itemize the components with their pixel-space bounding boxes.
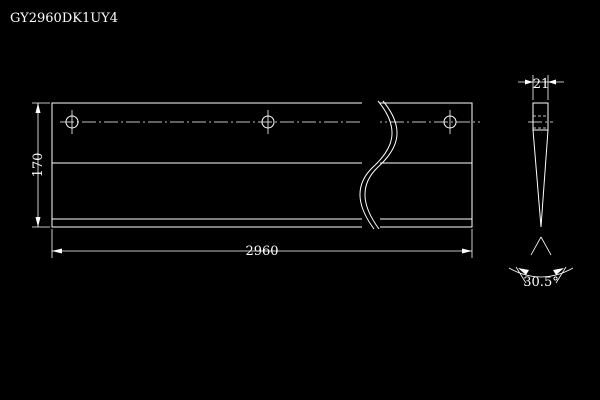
drawing-title: GY2960DK1UY4 [10,11,118,26]
break-line [359,100,398,230]
thickness-dimension: 21 [518,75,564,100]
height-dimension-label: 170 [31,153,46,178]
front-view: 170 2960 [31,100,480,259]
mounting-hole-left [65,110,79,134]
blade-profile [532,102,549,228]
angle-dimension-label: 30.5° [523,275,558,290]
mounting-hole-middle [261,110,275,134]
side-view: 21 30.5° [508,75,574,290]
angle-dimension: 30.5° [508,236,574,290]
thickness-dimension-label: 21 [533,77,550,92]
length-dimension-label: 2960 [245,244,278,259]
length-dimension: 2960 [51,229,473,259]
blade-outline [51,102,473,228]
height-dimension: 170 [31,102,50,228]
mounting-hole-right [443,110,457,134]
